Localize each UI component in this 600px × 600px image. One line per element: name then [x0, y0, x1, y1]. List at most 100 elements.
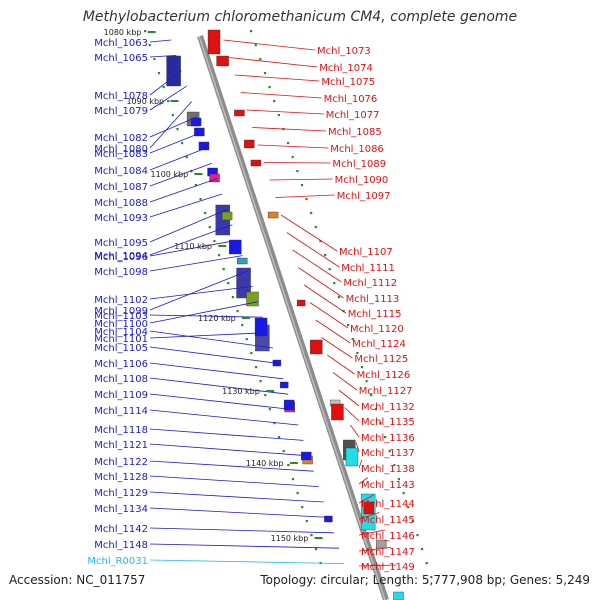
- left-gene-leader: [149, 239, 238, 257]
- accession-label: Accession: NC_011757: [9, 573, 146, 587]
- right-gene-label: Mchl_1125: [354, 354, 408, 365]
- left-gene-leader: [149, 527, 334, 534]
- tick-dot: [425, 562, 428, 565]
- left-gene-leader: [149, 559, 345, 564]
- right-gene-label: Mchl_1097: [337, 191, 391, 202]
- right-gene-label: Mchl_1077: [326, 110, 380, 121]
- tick-dot: [287, 464, 290, 467]
- reverse-gene-block: [190, 117, 202, 127]
- right-gene-label: Mchl_1086: [330, 144, 384, 155]
- kbp-label: 1120 kbp: [198, 314, 236, 323]
- reverse-gene-block: [198, 141, 210, 151]
- forward-gene-block: [310, 339, 323, 355]
- right-gene-label: Mchl_1137: [361, 448, 415, 459]
- tick-dot: [250, 30, 253, 33]
- left-gene-leader: [149, 428, 304, 441]
- reverse-gene-block: [236, 267, 251, 299]
- reverse-gene-block: [209, 173, 220, 183]
- right-gene-label: Mchl_1115: [348, 309, 402, 320]
- left-gene-label: Mchl_1148: [94, 540, 148, 551]
- right-gene-label: Mchl_1136: [361, 433, 415, 444]
- right-gene-leader: [344, 407, 360, 422]
- tick-dot: [286, 142, 290, 145]
- right-gene-label: Mchl_1146: [361, 531, 415, 542]
- left-gene-leader: [149, 162, 213, 187]
- kbp-label: 1150 kbp: [271, 534, 309, 543]
- tick-dot: [157, 72, 161, 75]
- left-gene-label: Mchl_1065: [94, 53, 148, 64]
- forward-gene-block: [234, 109, 245, 117]
- forward-gene-block: [363, 501, 374, 515]
- left-gene-leader: [149, 543, 340, 549]
- right-gene-label: Mchl_1107: [339, 247, 393, 258]
- tick-dot: [300, 184, 304, 187]
- left-gene-leader: [149, 491, 324, 503]
- right-gene-leader: [358, 477, 368, 485]
- right-gene-leader: [298, 267, 344, 299]
- left-gene-leader: [149, 409, 299, 426]
- left-gene-leader: [149, 116, 197, 138]
- right-gene-label: Mchl_1076: [324, 94, 378, 105]
- right-gene-leader: [275, 194, 335, 198]
- left-gene-label: Mchl_1121: [94, 440, 148, 451]
- tick-dot: [273, 422, 276, 425]
- right-gene-label: Mchl_1124: [352, 339, 406, 350]
- tick-dot: [319, 240, 322, 243]
- reverse-gene-block: [237, 257, 248, 265]
- right-gene-leader: [350, 424, 360, 438]
- left-gene-label: Mchl_1082: [94, 133, 148, 144]
- tick-dot: [268, 86, 271, 89]
- reverse-gene-block: [229, 239, 242, 255]
- right-gene-leader: [358, 547, 391, 552]
- tick-dot: [250, 352, 253, 355]
- left-gene-label: Mchl_R0031: [87, 556, 148, 567]
- left-gene-leader: [149, 393, 294, 410]
- tick-dot: [268, 408, 271, 411]
- left-gene-leader: [149, 39, 172, 43]
- forward-gene-block: [267, 211, 279, 219]
- tick-dot: [296, 170, 299, 173]
- left-gene-leader: [149, 147, 208, 171]
- tick-dot: [222, 268, 225, 271]
- right-gene-label: Mchl_1111: [341, 263, 395, 274]
- right-gene-leader: [358, 564, 397, 567]
- right-gene-label: Mchl_1073: [317, 46, 371, 57]
- tick-dot: [314, 548, 318, 551]
- right-gene-leader: [252, 127, 327, 132]
- tick-dot: [236, 310, 239, 313]
- right-gene-label: Mchl_1138: [361, 464, 415, 475]
- right-gene-leader: [358, 459, 363, 469]
- tick-dot: [360, 366, 364, 369]
- forward-gene-block: [250, 159, 262, 167]
- tick-dot: [296, 492, 299, 495]
- right-gene-leader: [240, 92, 322, 99]
- tick-dot: [185, 156, 188, 159]
- tick-dot: [180, 142, 184, 145]
- tick-dot: [245, 338, 248, 341]
- kbp-label: 1100 kbp: [151, 170, 189, 179]
- tick-dot: [254, 366, 258, 369]
- right-gene-leader: [263, 162, 331, 164]
- tick-dot: [379, 422, 382, 425]
- right-gene-leader: [358, 529, 386, 536]
- left-gene-leader: [149, 209, 228, 243]
- left-gene-label: Mchl_1108: [94, 374, 148, 385]
- right-gene-leader: [358, 494, 374, 504]
- tick-dot: [171, 114, 174, 117]
- right-gene-label: Mchl_1074: [319, 63, 373, 74]
- right-gene-label: Mchl_1149: [361, 562, 415, 573]
- right-gene-leader: [280, 214, 338, 252]
- left-gene-leader: [149, 301, 258, 324]
- left-gene-label: Mchl_1098: [94, 267, 148, 278]
- right-gene-leader: [315, 319, 351, 344]
- tick-dot: [176, 128, 179, 131]
- tick-dot: [356, 352, 359, 355]
- left-gene-label: Mchl_1100: [94, 319, 148, 330]
- left-gene-leader: [149, 70, 182, 96]
- left-gene-leader: [149, 270, 248, 311]
- reverse-gene-block: [166, 55, 181, 87]
- right-gene-label: Mchl_1085: [328, 127, 382, 138]
- left-gene-label: Mchl_1134: [94, 504, 148, 515]
- tick-dot: [254, 44, 257, 47]
